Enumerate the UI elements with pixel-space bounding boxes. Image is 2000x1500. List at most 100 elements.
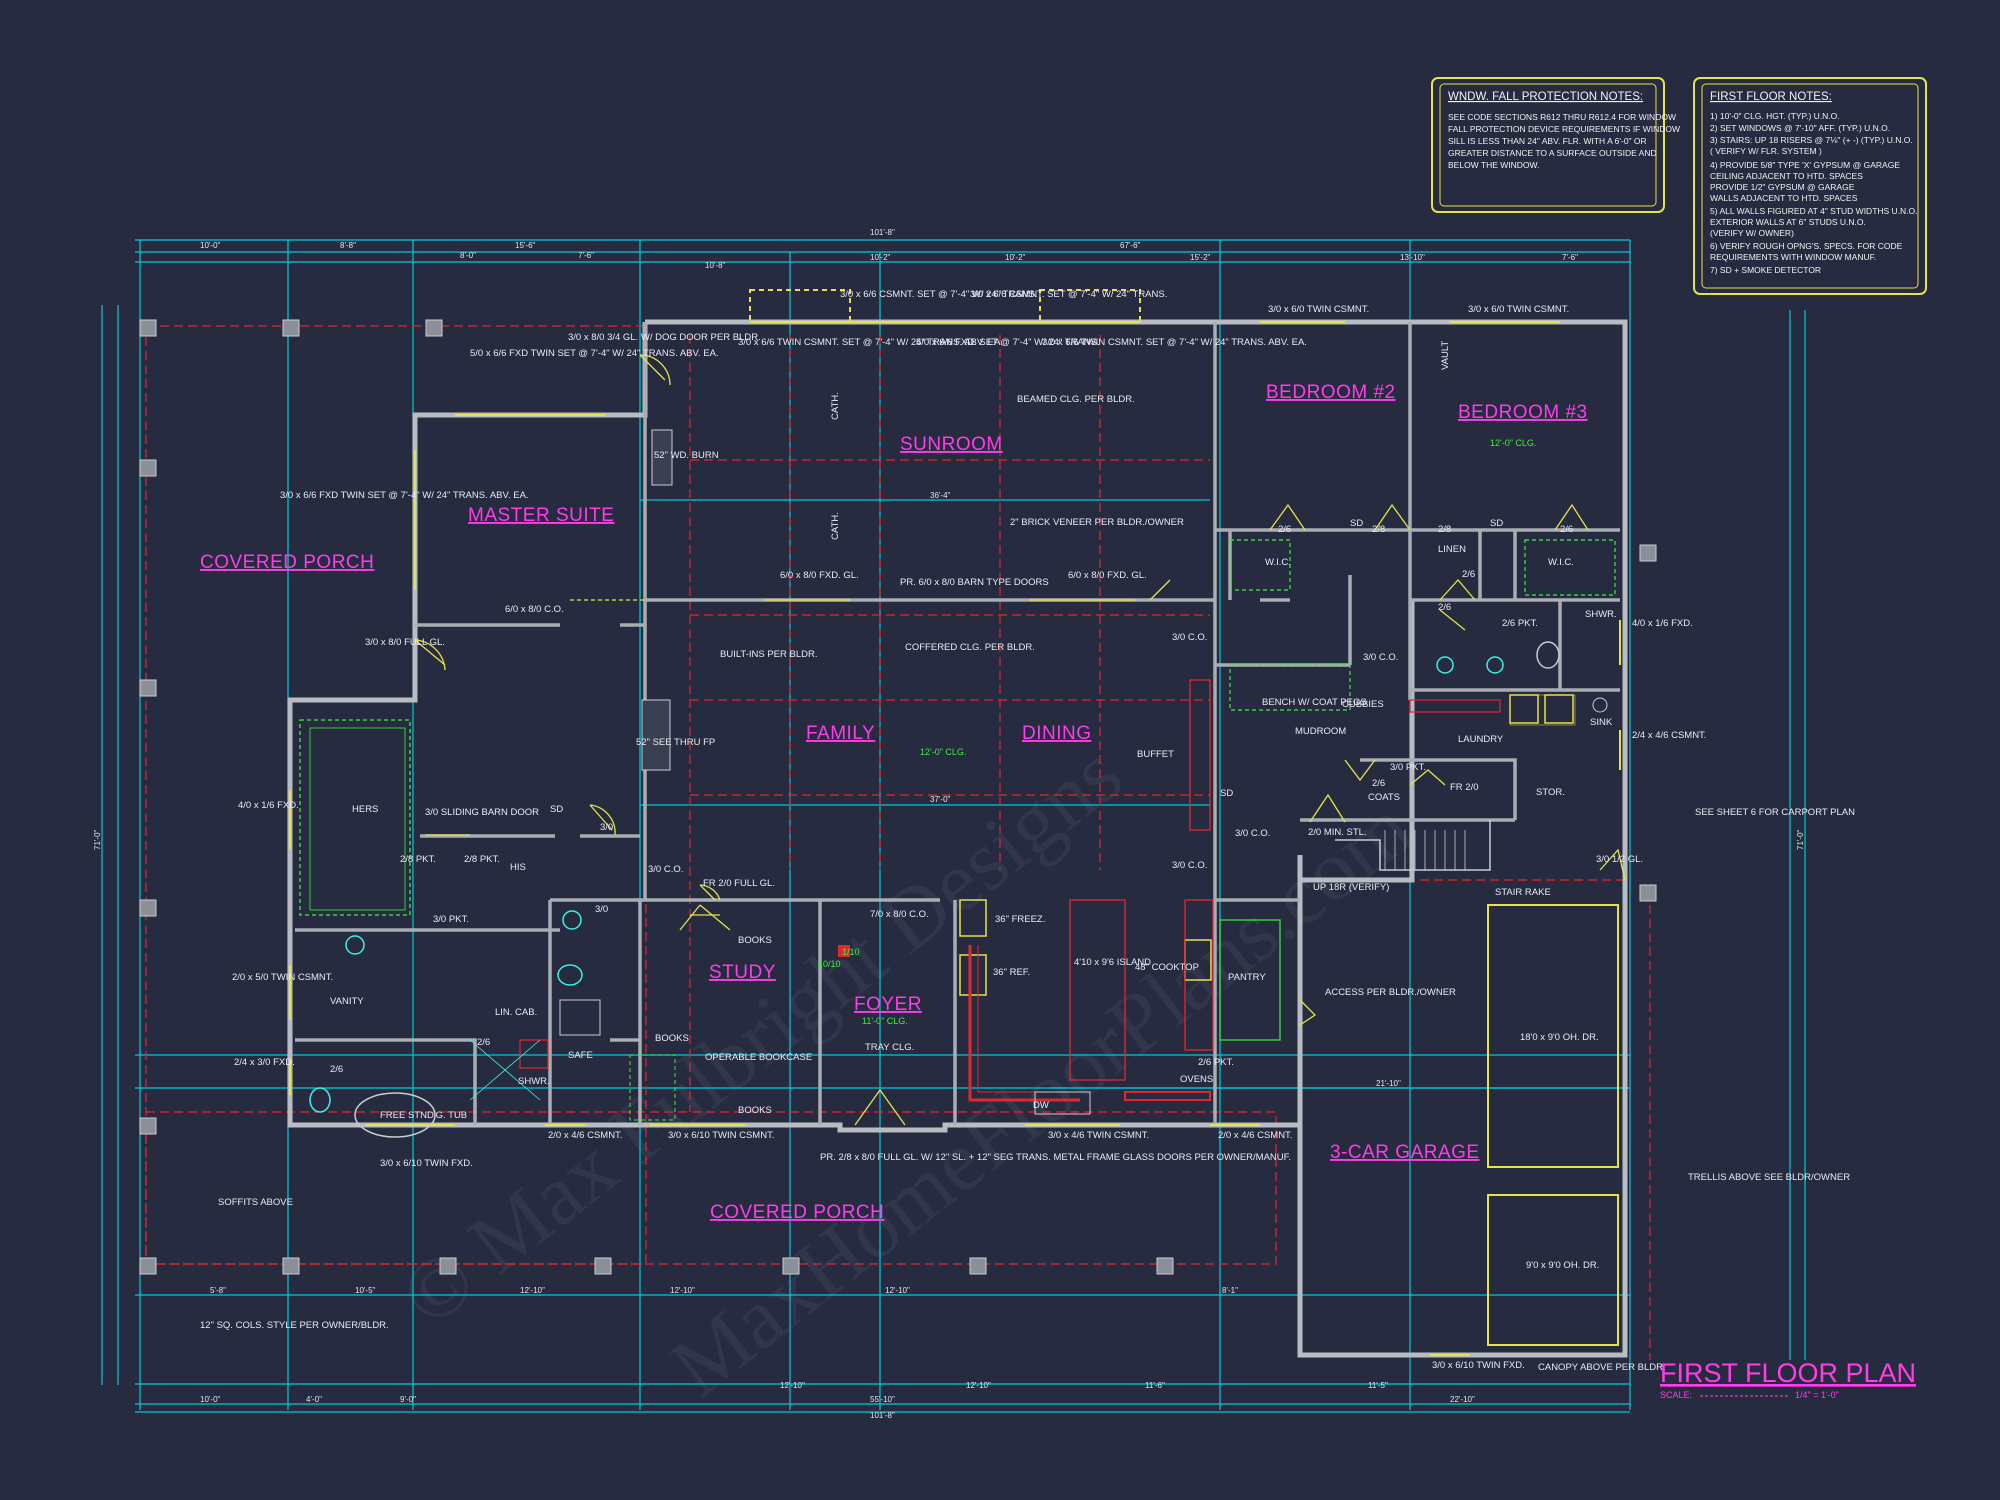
- door-label: 2/6: [1372, 778, 1385, 789]
- porch-columns: [139, 319, 1657, 1275]
- room-foyer: FOYER: [854, 994, 922, 1015]
- note-line: 3) STAIRS: UP 18 RISERS @ 7⅛" (+ -) (TYP…: [1710, 135, 1913, 145]
- label-linen: LINEN: [1438, 544, 1466, 555]
- window-label: 3/0 x 6/6 CSMNT. SET @ 7'-4" W/ 24" TRAN…: [840, 289, 1037, 300]
- door-label: 3/0 PKT.: [1390, 762, 1426, 773]
- label-coats: COATS: [1368, 792, 1400, 803]
- label-freezer: 36" FREEZ.: [995, 914, 1045, 925]
- dimension: 36'-4": [930, 491, 951, 500]
- room-family: FAMILY: [806, 723, 875, 744]
- window-fall-notes: WNDW. FALL PROTECTION NOTES: SEE CODE SE…: [1431, 77, 1680, 213]
- window-label: 3/0 x 6/0 TWIN CSMNT.: [1268, 304, 1369, 315]
- door-label: 3/0 C.O.: [1363, 652, 1398, 663]
- window-label: 3/0 x 6/6 TWIN CSMNT. SET @ 7'-4" W/ 24"…: [738, 337, 1003, 348]
- window-label: 6/0 x 8/0 FXD. GL.: [1068, 570, 1147, 581]
- door-label: 3/0: [600, 822, 613, 833]
- window-label: 6/0 x 8/0 FXD. GL.: [780, 570, 859, 581]
- window-label: 3/0 x 4/6 TWIN CSMNT.: [1048, 1130, 1149, 1141]
- fixtures: [299, 429, 1616, 1138]
- label-min-stl: 2/0 MIN. STL.: [1308, 827, 1367, 838]
- column: [282, 319, 300, 337]
- note-line: 4) PROVIDE 5/8" TYPE 'X' GYPSUM @ GARAGE: [1710, 160, 1900, 170]
- label-dishwasher: DW: [1033, 1100, 1049, 1111]
- dimension: 8'-8": [340, 241, 356, 250]
- label-ovens: OVENS: [1180, 1074, 1213, 1085]
- label-carport-sheet: SEE SHEET 6 FOR CARPORT PLAN: [1695, 807, 1855, 818]
- door-label: 3/0 PKT.: [433, 914, 469, 925]
- dimension-labels: 101'-8" 101'-8" 10'-0" 8'-8" 15'-6" 8'-0…: [93, 228, 1805, 1420]
- smoke-detector: SD: [1350, 518, 1363, 529]
- note-line: (VERIFY W/ OWNER): [1710, 228, 1794, 238]
- label-trellis: TRELLIS ABOVE SEE BLDR/OWNER: [1688, 1172, 1850, 1183]
- windows: [289, 289, 1621, 1356]
- door-label: 6/0 x 8/0 C.O.: [505, 604, 564, 615]
- dimension: 11'-6": [1145, 1381, 1165, 1390]
- room-3-car-garage: 3-CAR GARAGE: [1330, 1142, 1480, 1163]
- door-label: 2/6: [477, 1037, 490, 1048]
- column: [139, 679, 157, 697]
- door-label: 2/6: [1462, 569, 1475, 580]
- dimension-overall-bottom: 101'-8": [870, 1411, 895, 1420]
- door-label: 2/6: [1560, 524, 1573, 535]
- label-coffered: COFFERED CLG. PER BLDR.: [905, 642, 1035, 653]
- dimension: 13'-10": [1400, 253, 1425, 262]
- ceiling-height-family: 12'-0" CLG.: [920, 747, 966, 757]
- label-stair-up: UP 18R (VERIFY): [1313, 882, 1389, 893]
- label-built-ins: BUILT-INS PER BLDR.: [720, 649, 818, 660]
- dimension: 9'-0": [400, 1395, 416, 1404]
- note-line: PROVIDE 1/2" GYPSUM @ GARAGE: [1710, 182, 1855, 192]
- label-sliding-barn-door: 3/0 SLIDING BARN DOOR: [425, 807, 539, 818]
- label-island: 4'10 x 9'6 ISLAND: [1074, 957, 1151, 968]
- label-vanity: VANITY: [330, 996, 364, 1007]
- room-bedroom-2: BEDROOM #2: [1266, 382, 1396, 403]
- dimension: 21'-10": [1376, 1079, 1401, 1088]
- label-walk-in-closet: W.I.C.: [1265, 557, 1291, 568]
- ceiling-height-bedroom-3: 12'-0" CLG.: [1490, 438, 1536, 448]
- label-stair-rake: STAIR RAKE: [1495, 887, 1551, 898]
- dimension: 10'-8": [705, 261, 726, 270]
- dimension: 10'-0": [200, 1395, 221, 1404]
- door-label: 2/8 PKT.: [400, 854, 436, 865]
- window-label: 3/0 x 6/0 TWIN CSMNT.: [1468, 304, 1569, 315]
- column: [782, 1257, 800, 1275]
- note-line: WALLS ADJACENT TO HTD. SPACES: [1710, 193, 1858, 203]
- scale-value: 1/4" = 1'-0": [1795, 1390, 1839, 1400]
- window-label: 3/0 x 6/6 FXD TWIN SET @ 7'-4" W/ 24" TR…: [280, 490, 529, 501]
- label-operable-bookcase: OPERABLE BOOKCASE: [705, 1052, 812, 1063]
- label-safe: SAFE: [568, 1050, 593, 1061]
- label-shower: SHWR.: [1585, 609, 1617, 620]
- window-fall-line: SILL IS LESS THAN 24" ABV. FLR. WITH A 6…: [1448, 136, 1647, 146]
- door-label: 2/6: [1438, 602, 1451, 613]
- watermark: © Max Fulbright Designs MaxHomeFloorPlan…: [383, 725, 1429, 1415]
- window-fall-line: SEE CODE SECTIONS R612 THRU R612.4 FOR W…: [1448, 112, 1676, 122]
- window-fall-line: BELOW THE WINDOW.: [1448, 160, 1539, 170]
- dimension: 10'-0": [200, 241, 221, 250]
- door-label: 2/8: [1438, 524, 1451, 535]
- dimension: 15'-2": [1190, 253, 1211, 262]
- dimension: 12'-10": [520, 1286, 545, 1295]
- doors: [414, 354, 1626, 1126]
- dimension: 12'-10": [885, 1286, 910, 1295]
- door-label: 2/8 PKT.: [464, 854, 500, 865]
- window-label: 4/0 x 1/6 FXD.: [238, 800, 299, 811]
- dimension: 12'-10": [670, 1286, 695, 1295]
- label-cathedral: CATH.: [830, 392, 841, 420]
- label-books: BOOKS: [738, 935, 772, 946]
- dimension: 10'-2": [1005, 253, 1026, 262]
- label-access: ACCESS PER BLDR./OWNER: [1325, 987, 1456, 998]
- column: [439, 1257, 457, 1275]
- label-wood-burn: 52" WD. BURN: [654, 450, 719, 461]
- room-bedroom-3: BEDROOM #3: [1458, 402, 1588, 423]
- note-line: 2) SET WINDOWS @ 7'-10" AFF. (TYP.) U.N.…: [1710, 123, 1890, 133]
- window-label: 2/0 x 4/6 CSMNT.: [1218, 1130, 1292, 1141]
- door-label: 3/0 C.O.: [1172, 632, 1207, 643]
- label-barn-doors: PR. 6/0 x 8/0 BARN TYPE DOORS: [900, 577, 1049, 588]
- label-columns: 12" SQ. COLS. STYLE PER OWNER/BLDR.: [200, 1320, 389, 1331]
- label-free-tub: FREE STND'G. TUB: [380, 1110, 467, 1121]
- dimension-lines: [101, 239, 1806, 1413]
- room-covered-porch-side: COVERED PORCH: [200, 552, 374, 573]
- note-line: 1) 10'-0" CLG. HGT. (TYP.) U.N.O.: [1710, 111, 1840, 121]
- door-label: 2/6: [1278, 524, 1291, 535]
- room-covered-porch-front: COVERED PORCH: [710, 1202, 884, 1223]
- dimension: 7'-6": [1562, 253, 1578, 262]
